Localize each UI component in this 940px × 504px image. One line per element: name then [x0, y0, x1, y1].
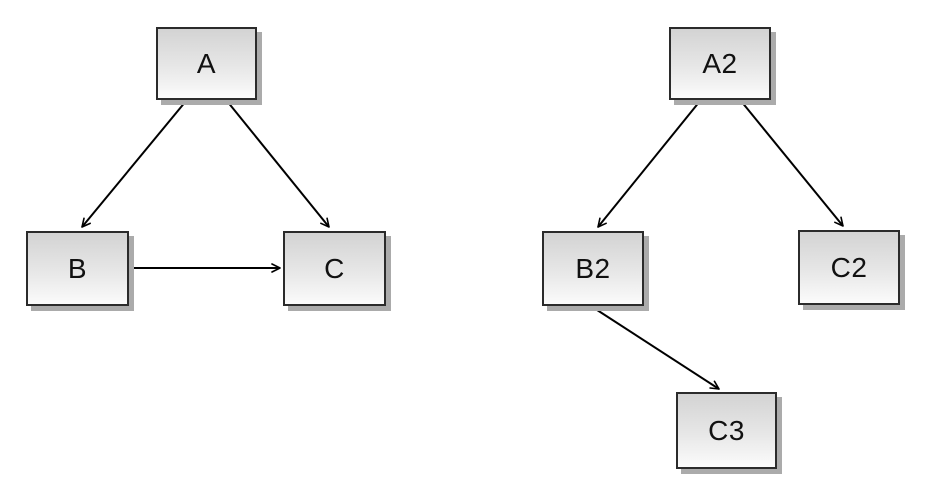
node-C3: C3 — [676, 392, 777, 469]
edge-B2-C3 — [593, 307, 720, 390]
edge-A-B — [81, 100, 187, 228]
node-A2: A2 — [669, 27, 771, 100]
node-B2: B2 — [542, 231, 644, 306]
node-C: C — [283, 231, 386, 306]
node-B-label: B — [67, 252, 88, 284]
node-C2-label: C2 — [830, 251, 868, 283]
node-C-label: C — [324, 252, 345, 284]
edge-A2-B2 — [597, 100, 701, 228]
node-C2: C2 — [798, 230, 900, 305]
node-A2-label: A2 — [702, 47, 738, 79]
node-A: A — [156, 27, 257, 100]
edge-A2-C2 — [740, 100, 844, 227]
node-B2-label: B2 — [575, 252, 611, 284]
node-A-label: A — [196, 47, 217, 79]
node-C3-label: C3 — [708, 414, 745, 446]
edge-A-C — [226, 100, 330, 228]
node-B: B — [26, 231, 129, 306]
